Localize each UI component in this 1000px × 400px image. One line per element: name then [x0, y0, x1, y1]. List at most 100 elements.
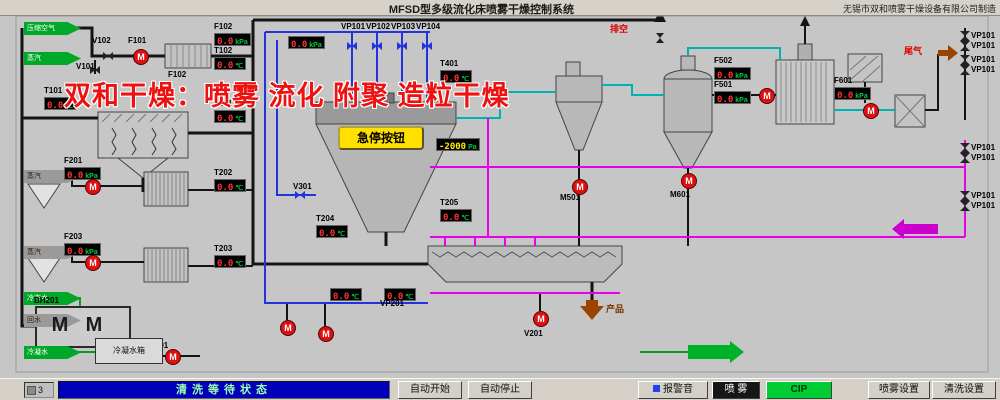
display-value: 0.0 [387, 292, 404, 302]
rotary-valve-M601[interactable]: M [681, 173, 697, 189]
auto-stop-button[interactable]: 自动停止 [468, 381, 532, 399]
steam-heater-1 [143, 171, 189, 207]
display-bed-1: 0.0℃ [330, 277, 363, 304]
air-heater-F102 [164, 43, 212, 69]
valve-vent [656, 33, 664, 43]
tag-V201: V201 [524, 329, 543, 338]
display-tag: T205 [440, 198, 459, 207]
fan-bed1-supply[interactable]: M [85, 179, 101, 195]
cip-button[interactable]: CIP [766, 381, 832, 399]
status-message: 清洗等待状态 [58, 381, 390, 399]
display-unit: kPa [735, 97, 748, 104]
fan-bottom-2[interactable]: M [318, 326, 334, 342]
fan-V201[interactable]: M [533, 311, 549, 327]
display-value: 0.0 [291, 40, 308, 50]
display-tag: T204 [316, 214, 335, 223]
equipment-shapes [27, 43, 926, 283]
display-value: 0.0 [67, 171, 84, 181]
display-tag: F501 [714, 80, 733, 89]
auto-start-button[interactable]: 自动开始 [398, 381, 462, 399]
cyclone-2-cone [663, 131, 713, 169]
display-value: 0.0 [717, 95, 734, 105]
display-tag [288, 25, 325, 34]
display-value: 0.0 [67, 247, 84, 257]
display-unit: ℃ [65, 103, 74, 110]
rotary-valve-M501[interactable]: M [572, 179, 588, 195]
product-label: 产品 [606, 304, 625, 314]
tag-VP101-bank: VP101 [971, 153, 996, 162]
atomizer [377, 92, 395, 104]
display-unit: ℃ [235, 63, 244, 70]
tag-VP201: VP201 [380, 299, 405, 308]
valve-V102 [103, 52, 113, 60]
valve-V101 [90, 66, 100, 74]
feed-funnel-2 [27, 257, 61, 283]
display-tag: F203 [64, 232, 83, 241]
display-tag: F601 [834, 76, 853, 85]
product-arrow [580, 300, 604, 320]
display-tag: T201 [214, 99, 233, 108]
feed-funnel-1 [27, 183, 61, 209]
spray-settings-button[interactable]: 喷雾设置 [868, 381, 930, 399]
spray-dryer-top [315, 101, 457, 125]
display-value: 0.0 [319, 229, 336, 239]
blower-motor-2[interactable]: M [85, 314, 103, 336]
valves[interactable] [90, 31, 970, 211]
display-unit: ℃ [235, 185, 244, 192]
display-unit: ℃ [235, 261, 244, 268]
cyclone-1-cone [555, 101, 603, 151]
display-unit: ℃ [351, 294, 360, 301]
tag-V102: V102 [92, 36, 111, 45]
cyclone-2-body [663, 78, 713, 133]
display-tag: F102 [214, 22, 233, 31]
display-unit: Pa [468, 144, 477, 151]
inlet-chilled-water: 冷冻水 [24, 292, 81, 305]
hand-valve-4 [960, 65, 970, 75]
fan-F101[interactable]: M [133, 49, 149, 65]
counter-value: 3 [38, 385, 44, 395]
emergency-stop-button[interactable]: 急停按钮 [338, 126, 424, 150]
display-tag: T101 [44, 86, 63, 95]
tag-VP101-bank: VP101 [971, 65, 996, 74]
tag-VP101-bank: VP101 [971, 41, 996, 50]
status-icon [27, 386, 36, 396]
tag-BH201: BH201 [34, 296, 59, 305]
steam-heater-2 [143, 247, 189, 283]
condenser [775, 59, 835, 125]
valve-VP101 [347, 42, 357, 50]
fan-exhaust[interactable]: M [759, 88, 775, 104]
speaker-icon [653, 385, 660, 392]
clean-settings-button[interactable]: 清洗设置 [932, 381, 996, 399]
pump-condensate[interactable]: M [165, 349, 181, 365]
display-unit: ℃ [405, 294, 414, 301]
fan-tail-gas[interactable]: M [863, 103, 879, 119]
spray-button[interactable]: 喷 雾 [712, 381, 760, 399]
page-counter[interactable]: 3 [24, 382, 54, 398]
tag-M501: M501 [560, 193, 581, 202]
inlet-steam-1: 蒸汽 [24, 52, 81, 65]
display-value: 0.0 [217, 61, 234, 71]
cip-return-arrow [892, 219, 938, 239]
fan-bottom-1[interactable]: M [280, 320, 296, 336]
display-value: 0.0 [717, 71, 734, 81]
display-unit: ℃ [235, 116, 244, 123]
display-unit: ℃ [461, 76, 470, 83]
fan-bed2-supply[interactable]: M [85, 255, 101, 271]
blower-motor-1[interactable]: M [51, 314, 69, 336]
tag-F102: F102 [168, 70, 187, 79]
tag-VP104: VP104 [416, 22, 441, 31]
alarm-mute-button[interactable]: 报警音 [638, 381, 708, 399]
hand-valve-6 [960, 153, 970, 163]
